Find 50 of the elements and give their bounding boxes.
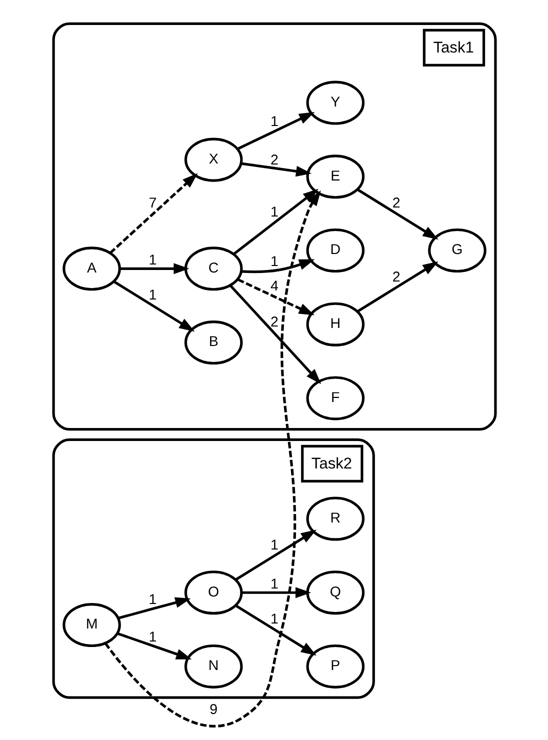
arrow <box>108 173 198 254</box>
arrow <box>241 587 311 598</box>
arrow <box>229 284 321 384</box>
arrow <box>118 597 190 620</box>
edge-label: 1 <box>148 630 156 646</box>
edge-label: 1 <box>270 114 278 130</box>
edge-label: 1 <box>270 576 278 592</box>
arrow <box>112 280 194 332</box>
node-ellipse: N <box>184 644 242 688</box>
arrow <box>234 530 316 581</box>
edge-label: 1 <box>270 538 278 554</box>
node-ellipse: F <box>306 376 364 420</box>
node-ellipse: D <box>306 228 364 273</box>
node-ellipse: Y <box>306 80 364 125</box>
node-ellipse: E <box>306 154 364 199</box>
node-ellipse: X <box>184 138 242 182</box>
edge-label: 1 <box>270 204 278 221</box>
node-ellipse: B <box>184 320 242 365</box>
edge-label: 7 <box>148 195 156 212</box>
arrow <box>232 188 318 255</box>
edge-label: 1 <box>148 252 156 268</box>
arrow <box>356 188 438 240</box>
edge-label: 2 <box>270 152 278 169</box>
arrow <box>236 112 314 150</box>
edge-label: 2 <box>270 314 278 331</box>
edge-label: 1 <box>148 287 156 304</box>
arrow <box>116 632 192 660</box>
arrow <box>240 162 312 177</box>
node-ellipse: H <box>306 302 364 346</box>
arrow <box>104 190 320 728</box>
node-ellipse: C <box>184 246 242 291</box>
edge-label: 1 <box>270 611 278 628</box>
arrow <box>120 263 189 274</box>
edge-label: 2 <box>392 269 400 286</box>
arrow <box>240 259 314 274</box>
node-ellipse: G <box>428 228 486 273</box>
node-ellipse: O <box>184 570 242 615</box>
node-ellipse: R <box>306 496 364 541</box>
arrow <box>236 278 314 316</box>
node-ellipse: A <box>62 246 120 291</box>
edge-label: 1 <box>270 254 278 270</box>
edge-label: 2 <box>392 195 400 212</box>
arrow <box>356 261 438 313</box>
node-ellipse: M <box>62 602 120 648</box>
edge-label: 1 <box>148 592 156 608</box>
edge-label: 9 <box>209 702 218 718</box>
edge-label: 4 <box>270 278 278 294</box>
arrow <box>234 604 316 656</box>
node-ellipse: Q <box>306 570 364 615</box>
node-ellipse: P <box>306 644 364 688</box>
